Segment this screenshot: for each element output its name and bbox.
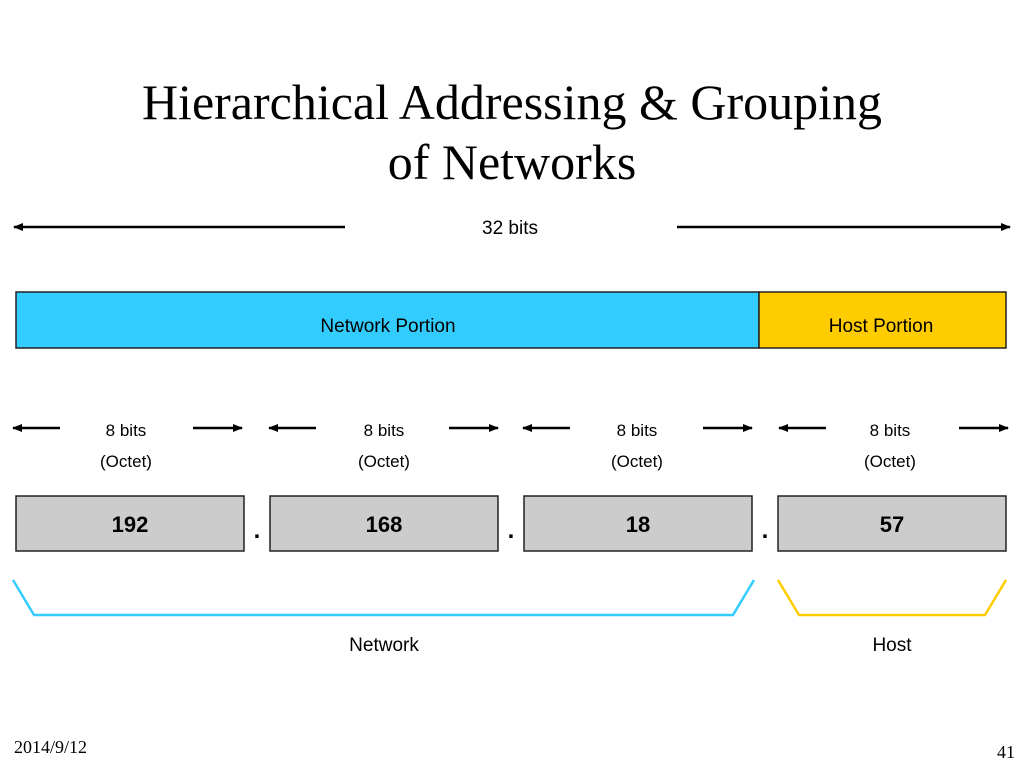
- separator-2: .: [508, 517, 515, 544]
- octet-2-bits-label: 8 bits: [364, 421, 405, 440]
- host-group-label: Host: [872, 635, 912, 656]
- host-portion-box: [758, 291, 1007, 349]
- host-portion-label: Host Portion: [829, 316, 934, 337]
- octet-3-value: 18: [626, 512, 650, 537]
- octet-1-box: [15, 495, 245, 552]
- grouping-brackets: Network Host: [11, 579, 1008, 656]
- octet-3-box: [523, 495, 753, 552]
- octet-2-sub-label: (Octet): [358, 452, 410, 471]
- octet-values-row: 192 . 168 . 18 . 57: [15, 495, 1007, 552]
- octet-bits-row: 8 bits (Octet) 8 bits (Octet) 8 bits (Oc…: [12, 421, 1009, 471]
- slide-title-line-1: Hierarchical Addressing & Grouping: [141, 74, 883, 130]
- octet-1-sub-label: (Octet): [100, 452, 152, 471]
- slide-title: Hierarchical Addressing & Grouping of Ne…: [0, 72, 1024, 192]
- octet-2-value: 168: [366, 512, 403, 537]
- network-bracket: [11, 579, 756, 617]
- octet-4-bits-label: 8 bits: [870, 421, 911, 440]
- total-bits-label: 32 bits: [482, 218, 538, 239]
- separator-1: .: [254, 517, 261, 544]
- octet-1-value: 192: [112, 512, 149, 537]
- portion-bar: Network Portion Host Portion: [15, 291, 1007, 349]
- slide-title-line-2: of Networks: [387, 134, 637, 190]
- octet-4-sub-label: (Octet): [864, 452, 916, 471]
- octet-2-box: [269, 495, 499, 552]
- network-group-label: Network: [349, 635, 419, 656]
- page-number: 41: [997, 742, 1015, 762]
- octet-4-value: 57: [880, 512, 904, 537]
- host-bracket: [776, 579, 1008, 617]
- octet-4-box: [777, 495, 1007, 552]
- octet-1-bits-label: 8 bits: [106, 421, 147, 440]
- octet-3-sub-label: (Octet): [611, 452, 663, 471]
- network-portion-box: [15, 291, 760, 349]
- network-portion-label: Network Portion: [320, 316, 455, 337]
- octet-3-bits-label: 8 bits: [617, 421, 658, 440]
- total-bits-indicator: 32 bits: [13, 218, 1011, 239]
- footer-date: 2014/9/12: [14, 737, 88, 757]
- separator-3: .: [762, 517, 769, 544]
